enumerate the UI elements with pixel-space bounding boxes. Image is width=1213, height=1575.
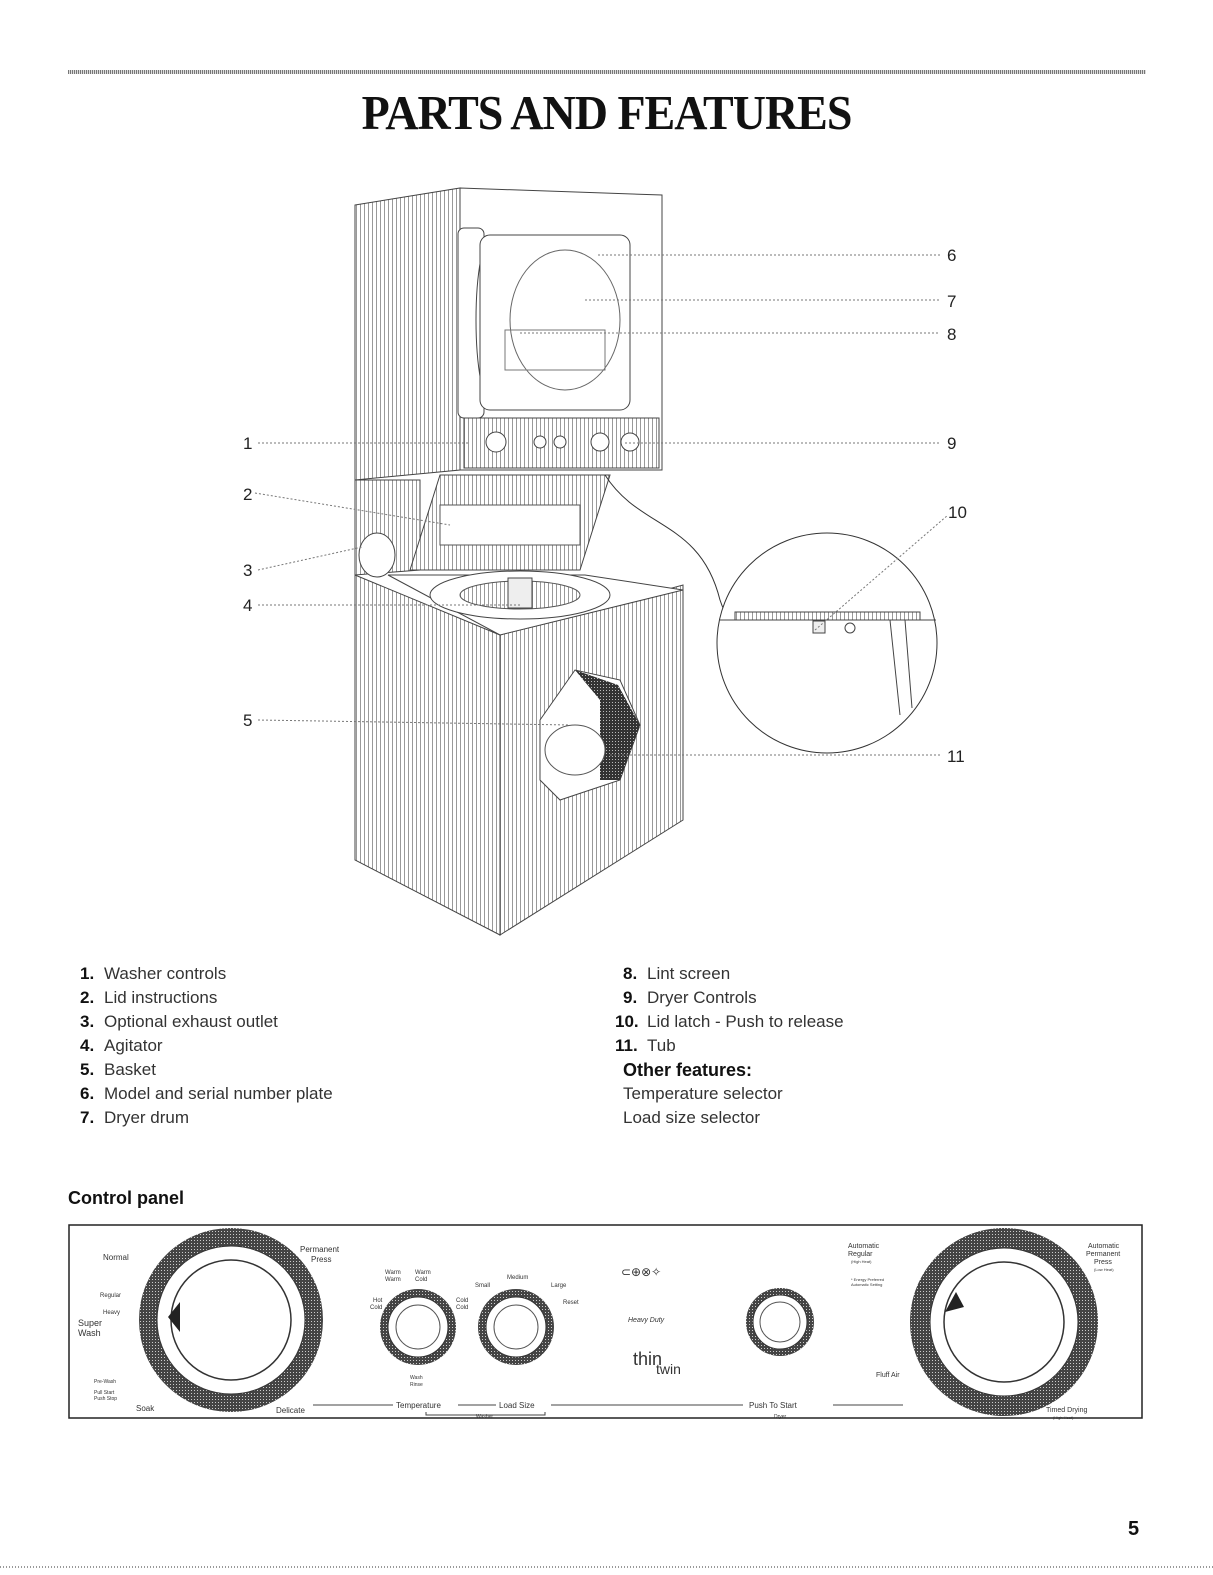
other-features-heading: Other features: [623,1060,753,1080]
svg-text:Pull Start: Pull Start [94,1390,115,1396]
stacked-washer-dryer-illustration: 1 2 3 4 5 6 7 8 9 10 11 [243,187,967,936]
callout-9: 9 [947,434,956,453]
list-item: 3.Optional exhaust outlet [80,1012,278,1031]
list-item: 8.Lint screen [623,964,731,983]
callout-10: 10 [948,503,967,522]
control-panel-heading: Control panel [68,1188,184,1208]
temperature-knob[interactable] [380,1289,456,1365]
svg-text:twin: twin [656,1361,681,1377]
list-item: 7.Dryer drum [80,1108,190,1127]
panel-bottom-labels: Temperature Load Size Washer Push To Sta… [313,1401,903,1420]
callout-8: 8 [947,325,956,344]
top-divider [68,70,1146,74]
svg-text:Rinse: Rinse [410,1382,423,1388]
svg-text:Permanent: Permanent [300,1245,340,1254]
load-size-knob[interactable] [478,1289,554,1365]
svg-text:Delicate: Delicate [276,1406,305,1415]
list-item: 9.Dryer Controls [623,988,757,1007]
svg-text:Regular: Regular [848,1251,873,1258]
svg-text:Soak: Soak [136,1404,155,1413]
dryer-timer-dial[interactable] [910,1228,1098,1416]
list-item: 1.Washer controls [80,964,227,983]
parts-list-left: 1.Washer controls 2.Lid instructions 3.O… [80,962,333,1130]
bottom-divider [0,1566,1213,1568]
washer-cycle-dial[interactable] [139,1228,323,1412]
svg-text:Automatic Setting: Automatic Setting [851,1282,882,1287]
svg-text:Press: Press [311,1255,331,1264]
callout-11: 11 [947,747,965,766]
svg-text:(High Heat): (High Heat) [1053,1415,1074,1420]
control-panel-illustration: Normal Regular Heavy Super Wash Pre-Wash… [68,1224,1143,1420]
push-to-start-button[interactable] [746,1288,814,1356]
list-item: Load size selector [623,1108,761,1127]
svg-text:Cold: Cold [456,1305,468,1311]
svg-text:Automatic: Automatic [1088,1243,1120,1250]
temperature-option-labels: Warm Warm Warm Cold Hot Cold Cold Cold W… [370,1270,468,1388]
svg-text:Press: Press [1094,1259,1112,1266]
svg-text:Permanent: Permanent [1086,1251,1120,1258]
list-item: 10.Lid latch - Push to release [615,1012,844,1031]
svg-text:Timed Drying: Timed Drying [1046,1407,1087,1414]
load-size-option-labels: Small Medium Large Reset [475,1275,579,1306]
page-title: PARTS AND FEATURES [361,85,853,140]
svg-text:thin: thin [633,1349,662,1369]
callout-leaders [254,254,949,756]
callout-6: 6 [947,246,956,265]
svg-text:Temperature: Temperature [396,1401,441,1410]
svg-text:Dryer: Dryer [774,1414,787,1420]
washer-cabinet [354,474,684,936]
svg-text:Reset: Reset [563,1300,579,1306]
brand-area: ⊂⊕⊗✧ Heavy Duty thin twin [621,1265,681,1377]
svg-text:Small: Small [475,1283,490,1289]
svg-text:Regular: Regular [100,1293,121,1299]
svg-text:(High Heat): (High Heat) [851,1259,872,1264]
dryer-cabinet [354,187,663,481]
list-item: 6.Model and serial number plate [80,1084,333,1103]
svg-text:Cold: Cold [456,1298,468,1304]
svg-text:Normal: Normal [103,1253,129,1262]
svg-text:Washer: Washer [476,1414,493,1420]
svg-text:Cold: Cold [370,1305,382,1311]
list-item: 4.Agitator [80,1036,163,1055]
page-number: 5 [1128,1518,1140,1540]
list-item: Temperature selector [623,1084,783,1103]
svg-text:Fluff Air: Fluff Air [876,1372,900,1379]
svg-text:Heavy Duty: Heavy Duty [628,1317,665,1324]
svg-text:Wash: Wash [78,1328,101,1338]
energy-icon: ⊂⊕⊗✧ [621,1265,661,1279]
svg-text:Super: Super [78,1318,102,1328]
svg-text:Push Stop: Push Stop [94,1396,117,1402]
svg-text:Automatic: Automatic [848,1243,880,1250]
callout-2: 2 [243,485,252,504]
svg-text:Push To Start: Push To Start [749,1401,798,1410]
callout-3: 3 [243,561,252,580]
callout-1: 1 [243,434,252,453]
lid-latch-detail [604,474,938,754]
list-item: 11.Tub [615,1036,676,1055]
svg-text:Large: Large [551,1283,567,1289]
svg-text:(Low Heat): (Low Heat) [1094,1267,1114,1272]
washer-dial-labels: Normal Regular Heavy Super Wash Pre-Wash… [78,1245,340,1415]
svg-text:Warm: Warm [385,1270,401,1276]
dryer-dial-labels: Automatic Regular (High Heat) * Energy P… [848,1243,1120,1420]
svg-text:Warm: Warm [415,1270,431,1276]
svg-text:Warm: Warm [385,1277,401,1283]
callout-4: 4 [243,596,252,615]
svg-text:Load Size: Load Size [499,1401,535,1410]
callout-7: 7 [947,292,956,311]
callout-numbers: 1 2 3 4 5 6 7 8 9 10 11 [243,246,967,766]
svg-text:* Energy Preferred: * Energy Preferred [851,1277,884,1282]
list-item: 2.Lid instructions [80,988,218,1007]
list-item: 5.Basket [80,1060,156,1079]
callout-5: 5 [243,711,252,730]
parts-list-right: 8.Lint screen 9.Dryer Controls 10.Lid la… [615,962,844,1130]
svg-text:Medium: Medium [507,1275,528,1281]
svg-text:Wash: Wash [410,1375,423,1381]
svg-text:Cold: Cold [415,1277,427,1283]
svg-text:Pre-Wash: Pre-Wash [94,1379,116,1385]
svg-text:Heavy: Heavy [103,1310,120,1316]
svg-text:Hot: Hot [373,1298,383,1304]
